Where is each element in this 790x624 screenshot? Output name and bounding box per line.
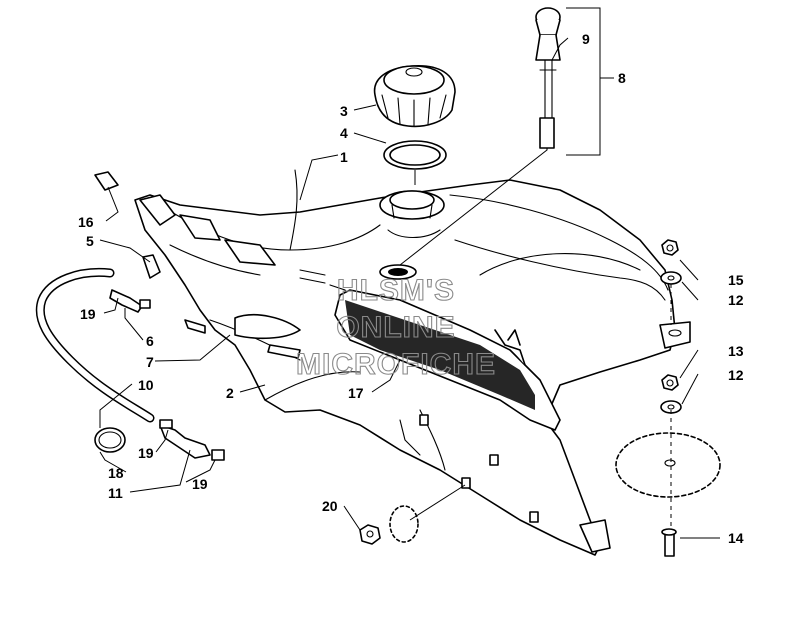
callout-4[interactable]: 4	[340, 125, 348, 141]
fuel-gauge-sender	[535, 7, 561, 151]
callout-15[interactable]: 15	[728, 272, 744, 288]
heat-shield	[334, 289, 561, 431]
vent-parts	[184, 314, 301, 359]
callouts: 1 2 3 4 5 6 7 8 9 10 11 12 12 13 14 15 1…	[78, 31, 744, 546]
fitting-19	[109, 289, 151, 313]
watermark: HLSM'S ONLINE MICROFICHE	[295, 273, 496, 381]
callout-11[interactable]: 11	[108, 485, 123, 501]
callout-7[interactable]: 7	[146, 354, 154, 370]
callout-6[interactable]: 6	[146, 333, 154, 349]
mount-plate	[615, 432, 721, 498]
bolt-14	[661, 528, 677, 557]
callout-1[interactable]: 1	[340, 149, 348, 165]
nut-15	[661, 239, 679, 256]
callout-10[interactable]: 10	[138, 377, 154, 393]
leader-lines	[99, 7, 720, 539]
callout-5[interactable]: 5	[86, 233, 94, 249]
callout-17[interactable]: 17	[348, 385, 364, 401]
clamp-18	[94, 427, 126, 453]
callout-19-middle[interactable]: 19	[138, 445, 154, 461]
callout-16[interactable]: 16	[78, 214, 94, 230]
fuel-cap	[373, 65, 456, 128]
callout-3[interactable]: 3	[340, 103, 348, 119]
callout-12-bottom[interactable]: 12	[728, 367, 744, 383]
fuel-hose	[35, 267, 155, 423]
fuel-filter	[159, 419, 225, 461]
gasket	[383, 140, 447, 170]
washer-12-top	[660, 271, 682, 285]
callout-13[interactable]: 13	[728, 343, 744, 359]
nut-13	[661, 374, 679, 391]
callout-8[interactable]: 8	[618, 70, 626, 86]
callout-20[interactable]: 20	[322, 498, 338, 514]
nut-20	[359, 524, 381, 545]
watermark-line-2: ONLINE	[336, 311, 455, 344]
callout-2[interactable]: 2	[226, 385, 234, 401]
callout-12-top[interactable]: 12	[728, 292, 744, 308]
callout-19-top[interactable]: 19	[80, 306, 96, 322]
callout-14[interactable]: 14	[728, 530, 744, 546]
watermark-line-3: MICROFICHE	[296, 348, 496, 381]
watermark-line-1: HLSM'S	[337, 274, 455, 307]
fuel-tank	[134, 169, 691, 556]
callout-19-bottom[interactable]: 19	[192, 476, 208, 492]
washer-20	[389, 505, 419, 543]
callout-18[interactable]: 18	[108, 465, 124, 481]
bracket-16	[94, 171, 119, 191]
clip-5	[142, 254, 161, 279]
callout-9[interactable]: 9	[582, 31, 590, 47]
